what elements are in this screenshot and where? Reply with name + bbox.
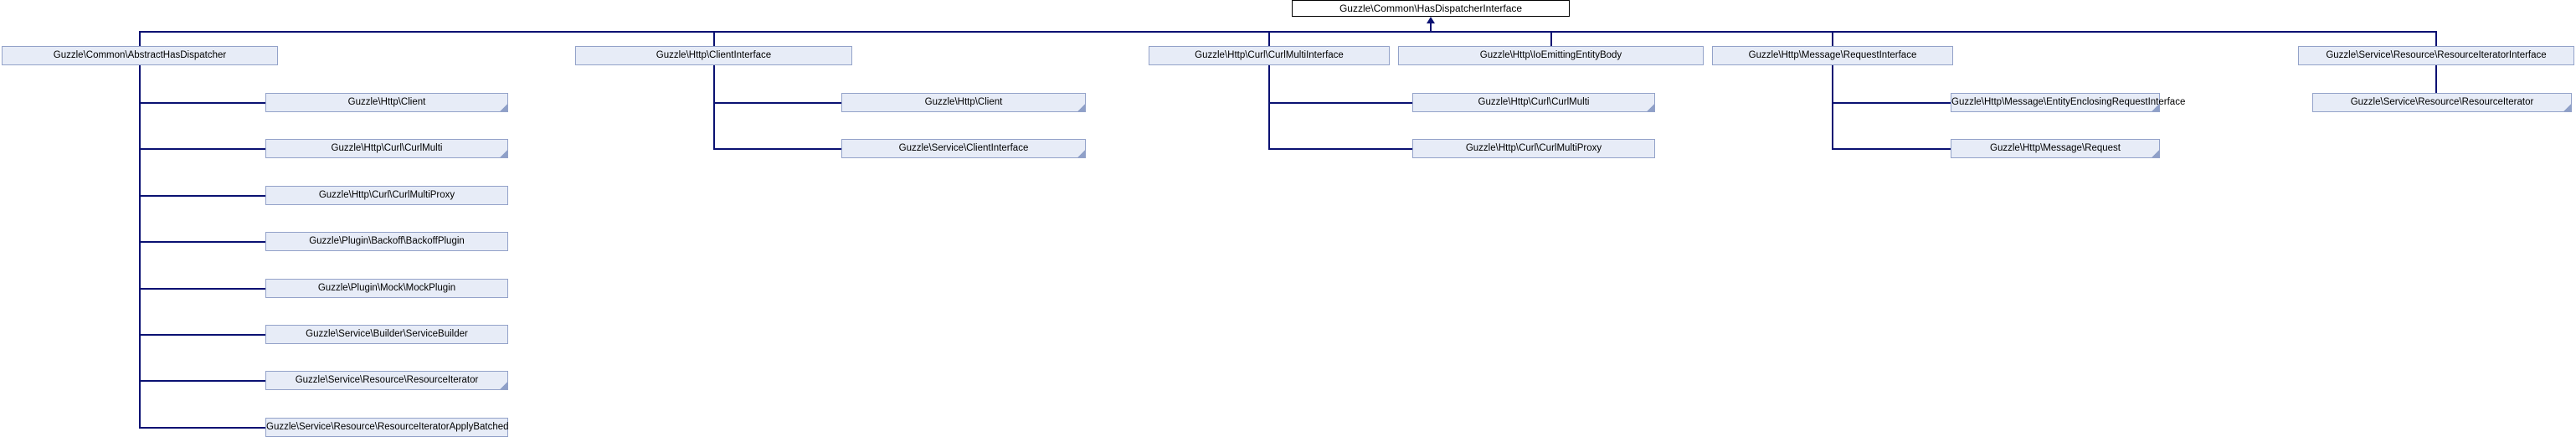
class-node-curlmultiinterface[interactable]: Guzzle\Http\Curl\CurlMultiInterface (1149, 46, 1390, 65)
class-node-resourceiteratorapplybatched[interactable]: Guzzle\Service\Resource\ResourceIterator… (265, 418, 509, 437)
class-node-label: Guzzle\Http\Curl\CurlMultiProxy (318, 190, 455, 200)
child-trunk-line (2435, 65, 2437, 93)
class-node-label: Guzzle\Http\Curl\CurlMulti (1478, 97, 1590, 107)
class-node-label: Guzzle\Service\ClientInterface (898, 143, 1029, 153)
class-node-abstracthasdispatcher[interactable]: Guzzle\Common\AbstractHasDispatcher (2, 46, 278, 65)
parent-stub-line (2435, 31, 2437, 46)
folded-corner-icon (2563, 104, 2571, 111)
class-node-label: Guzzle\Http\Message\EntityEnclosingReque… (1951, 97, 2186, 107)
class-node-label: Guzzle\Http\Client (924, 97, 1003, 107)
folded-corner-icon (1077, 104, 1085, 111)
parent-stub-line (1550, 31, 1552, 46)
child-trunk-line (139, 65, 141, 429)
class-node-ioemittingentitybody[interactable]: Guzzle\Http\IoEmittingEntityBody (1398, 46, 1704, 65)
class-node-label: Guzzle\Plugin\Mock\MockPlugin (317, 283, 456, 293)
parent-stub-line (712, 31, 715, 46)
child-branch-line (140, 194, 265, 197)
child-branch-line (140, 147, 265, 150)
class-node-resourceiterator-1[interactable]: Guzzle\Service\Resource\ResourceIterator (265, 371, 508, 390)
class-node-label: Guzzle\Service\Resource\ResourceIterator… (266, 422, 509, 432)
child-branch-line (140, 379, 265, 382)
class-node-client-1[interactable]: Guzzle\Http\Client (265, 93, 508, 112)
parent-stub-line (139, 31, 141, 46)
child-branch-line (713, 147, 841, 150)
class-node-label: Guzzle\Common\AbstractHasDispatcher (53, 50, 227, 60)
child-branch-line (1269, 101, 1412, 104)
class-node-backoffplugin[interactable]: Guzzle\Plugin\Backoff\BackoffPlugin (265, 232, 508, 251)
child-branch-line (140, 240, 265, 243)
child-branch-line (1833, 101, 1951, 104)
class-node-label: Guzzle\Service\Resource\ResourceIterator (2350, 97, 2534, 107)
child-branch-line (140, 101, 265, 104)
class-node-mockplugin[interactable]: Guzzle\Plugin\Mock\MockPlugin (265, 279, 508, 298)
child-branch-line (713, 101, 841, 104)
child-branch-line (1269, 147, 1412, 150)
class-node-label: Guzzle\Http\Client (347, 97, 426, 107)
folded-corner-icon (2152, 104, 2159, 111)
folded-corner-icon (500, 382, 507, 389)
class-node-label: Guzzle\Service\Resource\ResourceIterator… (2326, 50, 2547, 60)
child-branch-line (1833, 147, 1951, 150)
class-node-requestinterface[interactable]: Guzzle\Http\Message\RequestInterface (1712, 46, 1953, 65)
class-node-request[interactable]: Guzzle\Http\Message\Request (1951, 139, 2160, 158)
child-trunk-line (1832, 65, 1833, 150)
class-node-label: Guzzle\Http\IoEmittingEntityBody (1479, 50, 1622, 60)
child-trunk-line (712, 65, 715, 150)
child-branch-line (140, 333, 265, 336)
inheritance-arrow-icon (1427, 17, 1435, 23)
class-node-label: Guzzle\Plugin\Backoff\BackoffPlugin (309, 236, 465, 246)
class-node-curlmulti-2[interactable]: Guzzle\Http\Curl\CurlMulti (1412, 93, 1655, 112)
child-branch-line (140, 287, 265, 290)
class-node-resourceiteratorinterface[interactable]: Guzzle\Service\Resource\ResourceIterator… (2298, 46, 2574, 65)
class-node-label: Guzzle\Http\Curl\CurlMulti (331, 143, 443, 153)
class-node-servicebuilder[interactable]: Guzzle\Service\Builder\ServiceBuilder (265, 325, 508, 344)
class-node-curlmultiproxy-1[interactable]: Guzzle\Http\Curl\CurlMultiProxy (265, 186, 508, 205)
class-node-root: Guzzle\Common\HasDispatcherInterface (1292, 0, 1570, 17)
class-node-resourceiterator-2[interactable]: Guzzle\Service\Resource\ResourceIterator (2312, 93, 2572, 112)
class-node-label: Guzzle\Http\ClientInterface (656, 50, 772, 60)
folded-corner-icon (2152, 150, 2159, 157)
class-node-label: Guzzle\Service\Builder\ServiceBuilder (306, 329, 468, 339)
child-trunk-line (1268, 65, 1270, 150)
class-node-entityenclosingrequestinterface[interactable]: Guzzle\Http\Message\EntityEnclosingReque… (1951, 93, 2185, 112)
class-node-clientinterface[interactable]: Guzzle\Http\ClientInterface (575, 46, 852, 65)
folded-corner-icon (1647, 104, 1654, 111)
class-node-label: Guzzle\Common\HasDispatcherInterface (1339, 3, 1523, 14)
class-node-label: Guzzle\Http\Message\Request (1990, 143, 2121, 153)
child-branch-line (140, 426, 265, 429)
class-node-curlmulti-1[interactable]: Guzzle\Http\Curl\CurlMulti (265, 139, 508, 158)
folded-corner-icon (1077, 150, 1085, 157)
parent-stub-line (1268, 31, 1270, 46)
folded-corner-icon (500, 150, 507, 157)
parent-stub-line (1832, 31, 1833, 46)
class-node-label: Guzzle\Http\Curl\CurlMultiInterface (1195, 50, 1344, 60)
class-node-label: Guzzle\Http\Curl\CurlMultiProxy (1465, 143, 1602, 153)
class-node-client-2[interactable]: Guzzle\Http\Client (841, 93, 1086, 112)
class-node-serviceclientinterface[interactable]: Guzzle\Service\ClientInterface (841, 139, 1086, 158)
inheritance-bus-line (140, 31, 2436, 33)
class-node-label: Guzzle\Service\Resource\ResourceIterator (295, 375, 479, 385)
folded-corner-icon (500, 104, 507, 111)
class-node-curlmultiproxy-2[interactable]: Guzzle\Http\Curl\CurlMultiProxy (1412, 139, 1655, 158)
class-node-label: Guzzle\Http\Message\RequestInterface (1748, 50, 1917, 60)
arrow-shaft-line (1430, 22, 1432, 33)
